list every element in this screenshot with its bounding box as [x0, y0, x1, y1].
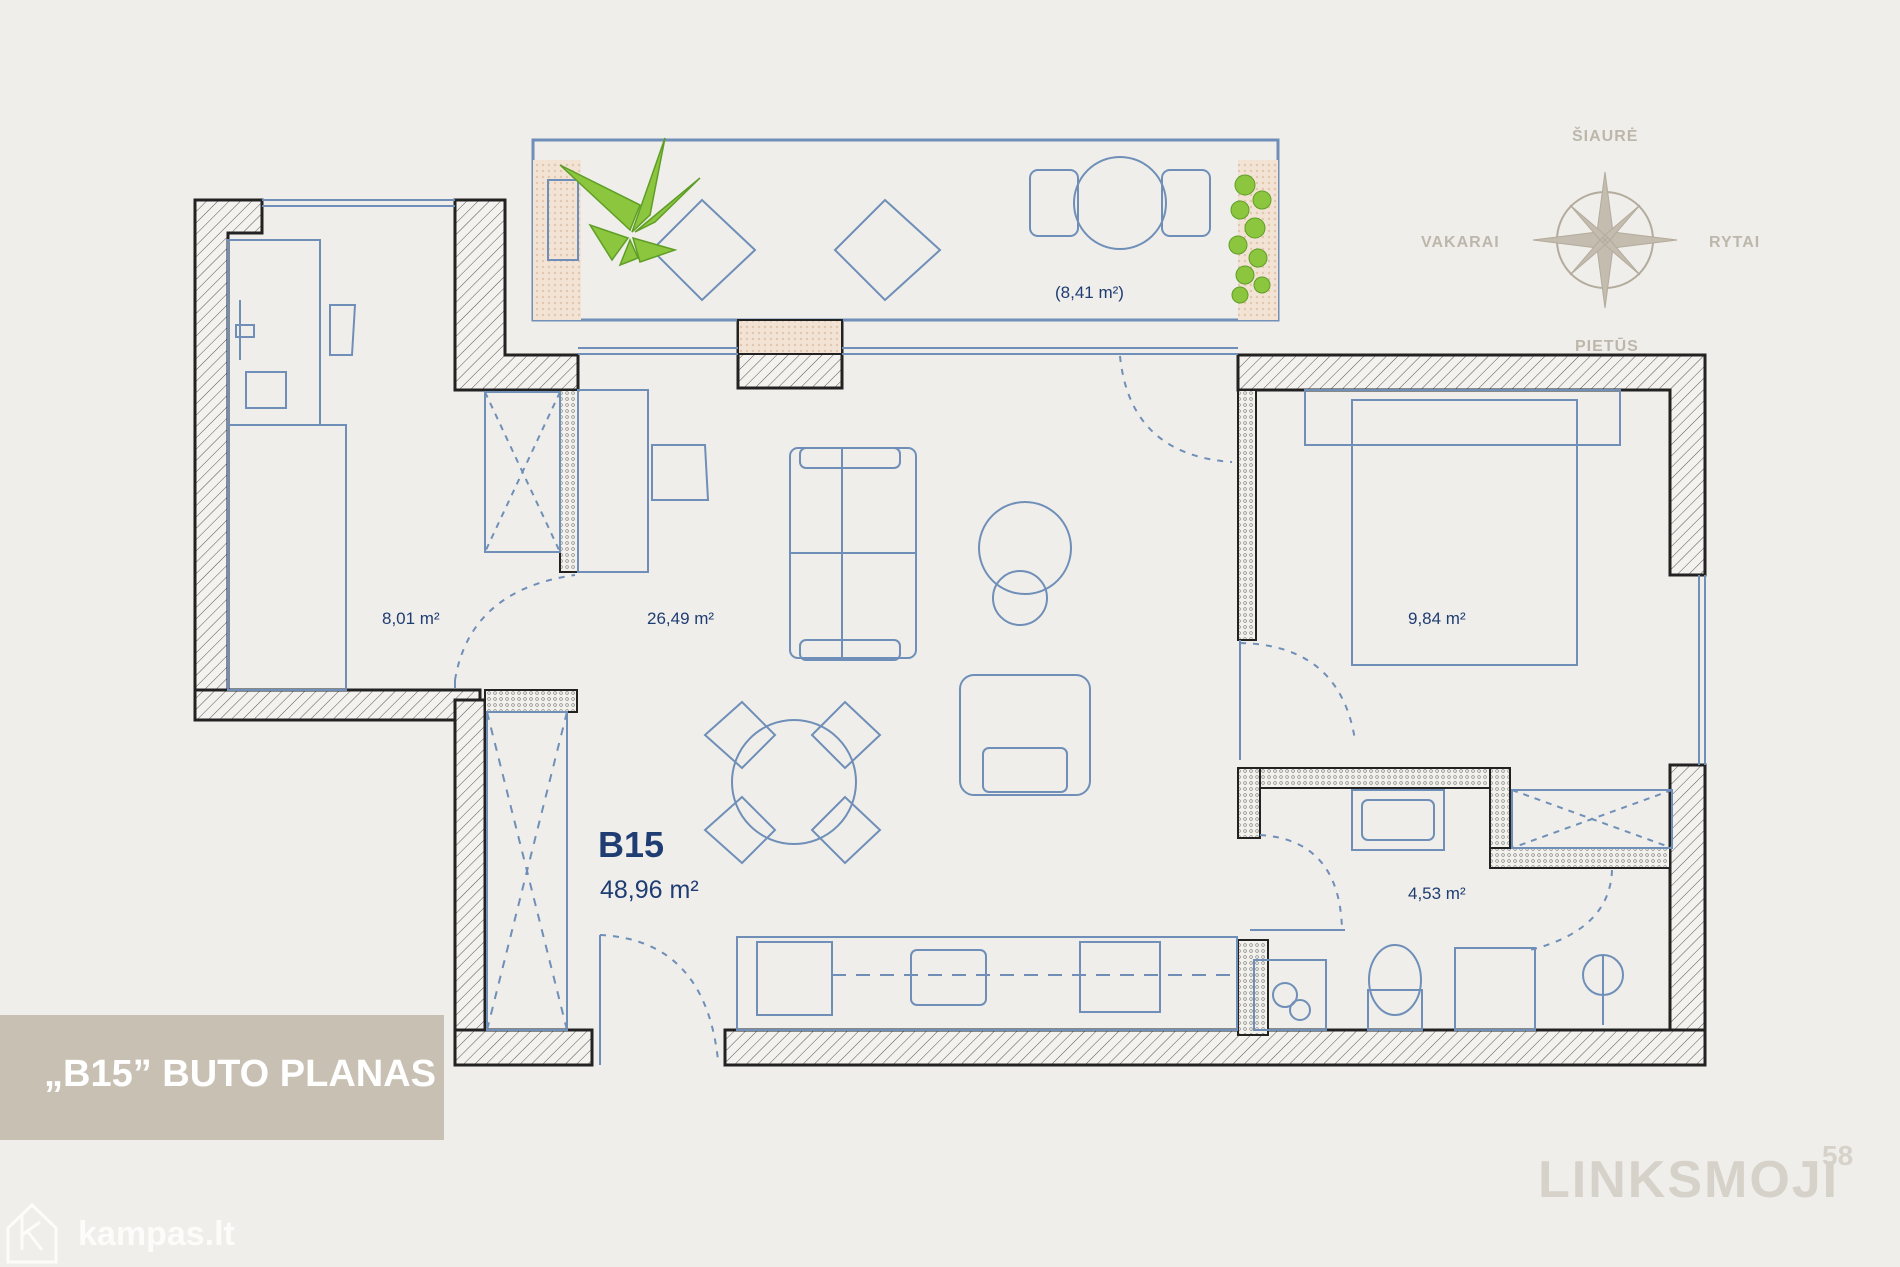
dining-chair-4	[810, 795, 882, 865]
partition-storage	[559, 389, 579, 573]
balcony-left-tile	[533, 160, 581, 320]
compass-east: RYTAI	[1709, 234, 1761, 251]
walls	[193, 198, 1707, 1067]
balcony-chair-4	[1161, 169, 1211, 237]
living-area-label: 26,49 m²	[647, 609, 715, 628]
right-lower-wall	[1668, 763, 1707, 1067]
corridor-left-wall	[453, 698, 487, 1032]
coffee-table	[978, 501, 1072, 595]
balcony-mid-tile	[737, 319, 843, 355]
apartment-code: B15	[598, 824, 665, 865]
side-table	[992, 570, 1048, 626]
boiler	[1253, 959, 1327, 1031]
compass-west: VAKARAI	[1421, 234, 1500, 251]
kitchen-counter	[736, 936, 1238, 1031]
study-chair	[329, 304, 357, 356]
cooktop	[1079, 941, 1161, 1013]
balcony-table	[1073, 156, 1167, 250]
living-desk	[577, 389, 649, 573]
right-upper-wall	[1236, 353, 1707, 577]
bathroom-area-label: 4,53 m²	[1408, 884, 1466, 903]
plant-icon	[559, 137, 701, 267]
site-watermark: kampas.lt	[78, 1215, 235, 1253]
bottom-wall	[723, 1028, 1707, 1067]
balcony-chair-3	[1029, 169, 1079, 237]
shower	[1511, 789, 1673, 849]
toilet	[1368, 944, 1422, 1016]
study-laptop	[245, 371, 287, 409]
balcony-frame	[531, 138, 1280, 322]
study-bottom-wall	[193, 688, 482, 722]
study-wardrobe	[227, 424, 347, 691]
study-desk	[227, 239, 321, 426]
windows	[262, 199, 1706, 765]
balcony-area-label: (8,41 m²)	[1055, 283, 1124, 302]
kitchen-sink	[910, 949, 987, 1006]
plan-title-banner: „B15” BUTO PLANAS	[0, 1015, 444, 1140]
dining-table	[731, 719, 857, 845]
armchair	[959, 674, 1091, 796]
corridor-closet	[486, 711, 568, 1031]
partition-bath-top	[1249, 767, 1506, 789]
apartment-total-area: 48,96 m²	[600, 876, 699, 904]
compass-rose-icon	[1532, 171, 1678, 309]
compass-south: PIETŪS	[1575, 338, 1639, 355]
brand-logo: LINKSMOJI	[1538, 1151, 1840, 1209]
dining-chair-2	[810, 700, 882, 770]
balcony-chair-1	[650, 198, 757, 302]
bed	[1351, 399, 1578, 666]
brand-logo-number: 58	[1822, 1140, 1854, 1171]
partition-corridor	[484, 689, 578, 713]
house-k-icon	[6, 1202, 58, 1264]
dining-chair-3	[703, 795, 777, 865]
fridge	[756, 941, 833, 1016]
washing-machine	[1454, 947, 1536, 1031]
partition-bedroom	[1237, 389, 1257, 641]
bathroom-sink	[1351, 789, 1445, 851]
dining-chair-1	[703, 700, 777, 770]
compass-north: ŠIAURĖ	[1572, 128, 1639, 145]
study-area-label: 8,01 m²	[382, 609, 440, 628]
balcony-chair-2	[833, 198, 942, 302]
furniture	[227, 156, 1673, 1065]
study-phone	[235, 324, 255, 338]
plan-title: „B15” BUTO PLANAS	[44, 1053, 437, 1095]
living-desk-chair	[651, 444, 710, 501]
bottom-left-wall	[453, 1028, 594, 1067]
balcony-heater	[547, 179, 579, 261]
partition-shower-bottom	[1489, 847, 1671, 869]
bedroom-area-label: 9,84 m²	[1408, 609, 1466, 628]
plant-icon	[1228, 174, 1272, 304]
partition-bath-left	[1237, 767, 1261, 839]
storage-closet	[484, 391, 561, 553]
